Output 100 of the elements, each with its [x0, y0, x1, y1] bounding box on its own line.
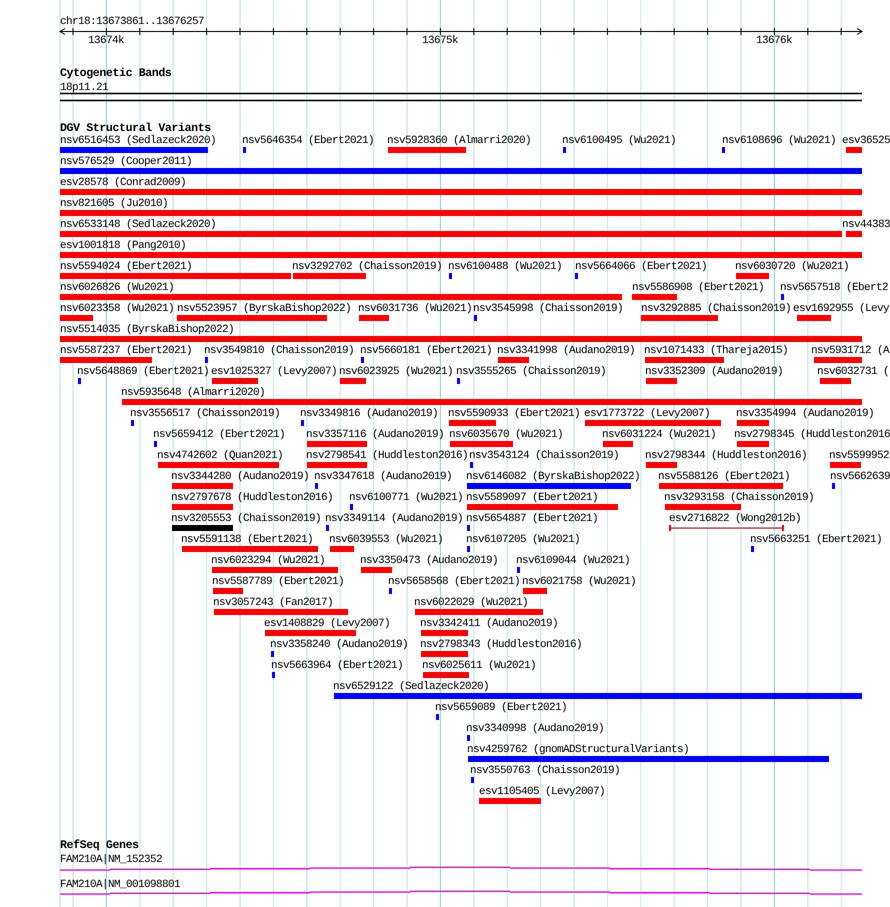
- feature-label: nsv5648869 (Ebert2021): [77, 366, 210, 378]
- feature-label: nsv6025611 (Wu2021): [422, 660, 536, 672]
- feature-label: nsv3549810 (Chaisson2019): [204, 344, 354, 356]
- feature-label: nsv3354994 (Audano2019): [736, 408, 874, 420]
- feature-label: nsv3543124 (Chaisson2019): [469, 450, 620, 462]
- feature-label: esv28578 (Conrad2009): [60, 176, 186, 188]
- feature-label: nsv6035670 (Wu2021): [449, 428, 564, 440]
- feature-label: nsv5663964 (Ebert2021): [271, 660, 404, 672]
- feature-label: nsv5931712 (A: [811, 344, 890, 356]
- feature-label: nsv6107205 (Wu2021): [466, 534, 580, 546]
- feature-label: nsv6026826 (Wu2021): [60, 282, 174, 294]
- feature-label: esv1105405 (Levy2007): [479, 786, 606, 798]
- feature-label: esv2716822 (Wong2012b): [669, 512, 802, 524]
- feature-label: nsv3349114 (Audano2019): [325, 512, 464, 524]
- feature-label: nsv6032731 (: [817, 366, 890, 378]
- feature-label: nsv5523957 (ByrskaBishop2022): [177, 302, 352, 314]
- feature-label: nsv5591138 (Ebert2021): [181, 534, 314, 546]
- feature-label: nsv3347618 (Audano2019): [314, 470, 452, 482]
- feature-label: nsv5928360 (Almarri2020): [387, 134, 532, 146]
- feature-label: esv1001818 (Pang2010): [60, 240, 186, 252]
- feature-label: nsv5663251 (Ebert2021): [750, 534, 882, 546]
- feature-label: nsv6023925 (Wu2021): [339, 366, 454, 378]
- gene-label: FAM210A|NM_001098801: [60, 879, 180, 891]
- feature-label: nsv6031224 (Wu2021): [602, 428, 716, 440]
- feature-label: nsv6533148 (Sedlazeck2020): [60, 218, 216, 230]
- track-title: DGV Structural Variants: [60, 123, 211, 135]
- feature-label: nsv3352309 (Audano2019): [645, 366, 784, 378]
- feature-label: nsv6021758 (Wu2021): [522, 576, 636, 588]
- feature-label: esv1692955 (Levy: [793, 302, 890, 314]
- feature-label: nsv4742602 (Quan2021): [157, 450, 284, 462]
- feature-label: nsv6146082 (ByrskaBishop2022): [466, 470, 640, 482]
- feature-label: nsv821605 (Ju2010): [60, 198, 168, 210]
- feature-label: nsv5654887 (Ebert2021): [466, 512, 598, 524]
- feature-label: nsv5658568 (Ebert2021): [388, 576, 520, 588]
- band-label: 18p11.21: [60, 82, 108, 94]
- feature-label: nsv3357116 (Audano2019): [306, 428, 444, 440]
- feature-label: nsv3205553 (Chaisson2019): [171, 512, 322, 524]
- feature-label: nsv3292885 (Chaisson2019): [641, 302, 792, 314]
- feature-label: nsv5586908 (Ebert2021): [632, 282, 764, 294]
- feature-label: nsv6031736 (Wu2021): [358, 302, 472, 314]
- feature-label: nsv5662639: [830, 470, 890, 482]
- tick-label: 13674k: [88, 35, 124, 47]
- feature-label: nsv2797678 (Huddleston2016): [171, 492, 334, 504]
- feature-label: nsv5588126 (Ebert2021): [658, 470, 790, 482]
- feature-label: nsv2798344 (Huddleston2016): [645, 450, 808, 462]
- feature-label: nsv1071433 (Thareja2015): [644, 344, 788, 356]
- feature-label: nsv4259762 (gnomADStructuralVariants): [467, 744, 690, 756]
- feature-label: nsv6529122 (Sedlazeck2020): [333, 680, 490, 692]
- feature-label: nsv6100771 (Wu2021): [349, 492, 464, 504]
- feature-label: nsv3293158 (Chaisson2019): [664, 492, 814, 504]
- feature-label: nsv6023294 (Wu2021): [211, 554, 326, 566]
- feature-label: nsv576529 (Cooper2011): [60, 156, 192, 168]
- feature-label: nsv3342411 (Audano2019): [420, 618, 558, 630]
- feature-label: nsv5587237 (Ebert2021): [60, 344, 192, 356]
- feature-label: nsv6109044 (Wu2021): [516, 554, 630, 566]
- feature-label: nsv3555265 (Chaisson2019): [456, 366, 606, 378]
- track-title: RefSeq Genes: [60, 840, 139, 852]
- feature-label: nsv6100495 (Wu2021): [562, 134, 676, 146]
- feature-label: nsv2798541 (Huddleston2016): [306, 450, 468, 462]
- feature-label: nsv2798345 (Huddleston2016: [734, 428, 890, 440]
- feature-label: nsv5660181 (Ebert2021): [360, 344, 492, 356]
- tick-label: 13676k: [756, 35, 792, 47]
- track-title: Cytogenetic Bands: [60, 68, 172, 80]
- feature-label: nsv6516453 (Sedlazeck2020): [60, 134, 216, 146]
- gene-label: FAM210A|NM_152352: [60, 854, 162, 866]
- feature-label: nsv3344280 (Audano2019): [171, 470, 310, 482]
- feature-label: nsv5514035 (ByrskaBishop2022): [60, 324, 234, 336]
- feature-label: nsv6023358 (Wu2021): [60, 302, 174, 314]
- feature-label: esv1773722 (Levy2007): [584, 408, 710, 420]
- feature-label: nsv3341998 (Audano2019): [497, 344, 636, 356]
- feature-label: nsv3057243 (Fan2017): [213, 596, 334, 608]
- feature-label: nsv3292702 (Chaisson2019): [292, 260, 442, 272]
- feature-label: nsv6039553 (Wu2021): [329, 534, 444, 546]
- feature-label: nsv3550763 (Chaisson2019): [470, 764, 620, 776]
- feature-label: nsv3358240 (Audano2019): [270, 638, 408, 650]
- feature-label: nsv6030720 (Wu2021): [735, 260, 850, 272]
- tick-label: 13675k: [422, 35, 458, 47]
- feature-label: nsv2798343 (Huddleston2016): [420, 638, 582, 650]
- feature-label: nsv3340998 (Audano2019): [466, 722, 604, 734]
- feature-label: nsv5935648 (Almarri2020): [121, 386, 266, 398]
- feature-label: esv36525: [842, 134, 890, 146]
- feature-label: nsv5659412 (Ebert2021): [153, 428, 286, 440]
- feature-label: nsv3349816 (Audano2019): [300, 408, 438, 420]
- feature-label: nsv5589097 (Ebert2021): [466, 492, 598, 504]
- feature-label: esv1025327 (Levy2007): [211, 366, 338, 378]
- feature-label: nsv3350473 (Audano2019): [360, 554, 498, 566]
- feature-label: nsv5587789 (Ebert2021): [212, 576, 344, 588]
- feature-label: nsv6022029 (Wu2021): [414, 596, 528, 608]
- feature-label: nsv5594024 (Ebert2021): [60, 260, 192, 272]
- feature-label: nsv5659089 (Ebert2021): [435, 702, 568, 714]
- feature-label: nsv5590933 (Ebert2021): [448, 408, 580, 420]
- feature-label: nsv6108696 (Wu2021): [722, 134, 836, 146]
- feature-label: esv1408829 (Levy2007): [264, 618, 390, 630]
- feature-label: nsv6100488 (Wu2021): [448, 260, 562, 272]
- coordinate-label: chr18:13673861..13676257: [60, 16, 204, 28]
- feature-label: nsv5599952: [829, 450, 890, 462]
- feature-label: nsv3556517 (Chaisson2019): [130, 408, 280, 420]
- feature-label: nsv5646354 (Ebert2021): [242, 134, 374, 146]
- feature-label: nsv44383: [842, 218, 890, 230]
- feature-label: nsv5657518 (Ebert2: [780, 282, 888, 294]
